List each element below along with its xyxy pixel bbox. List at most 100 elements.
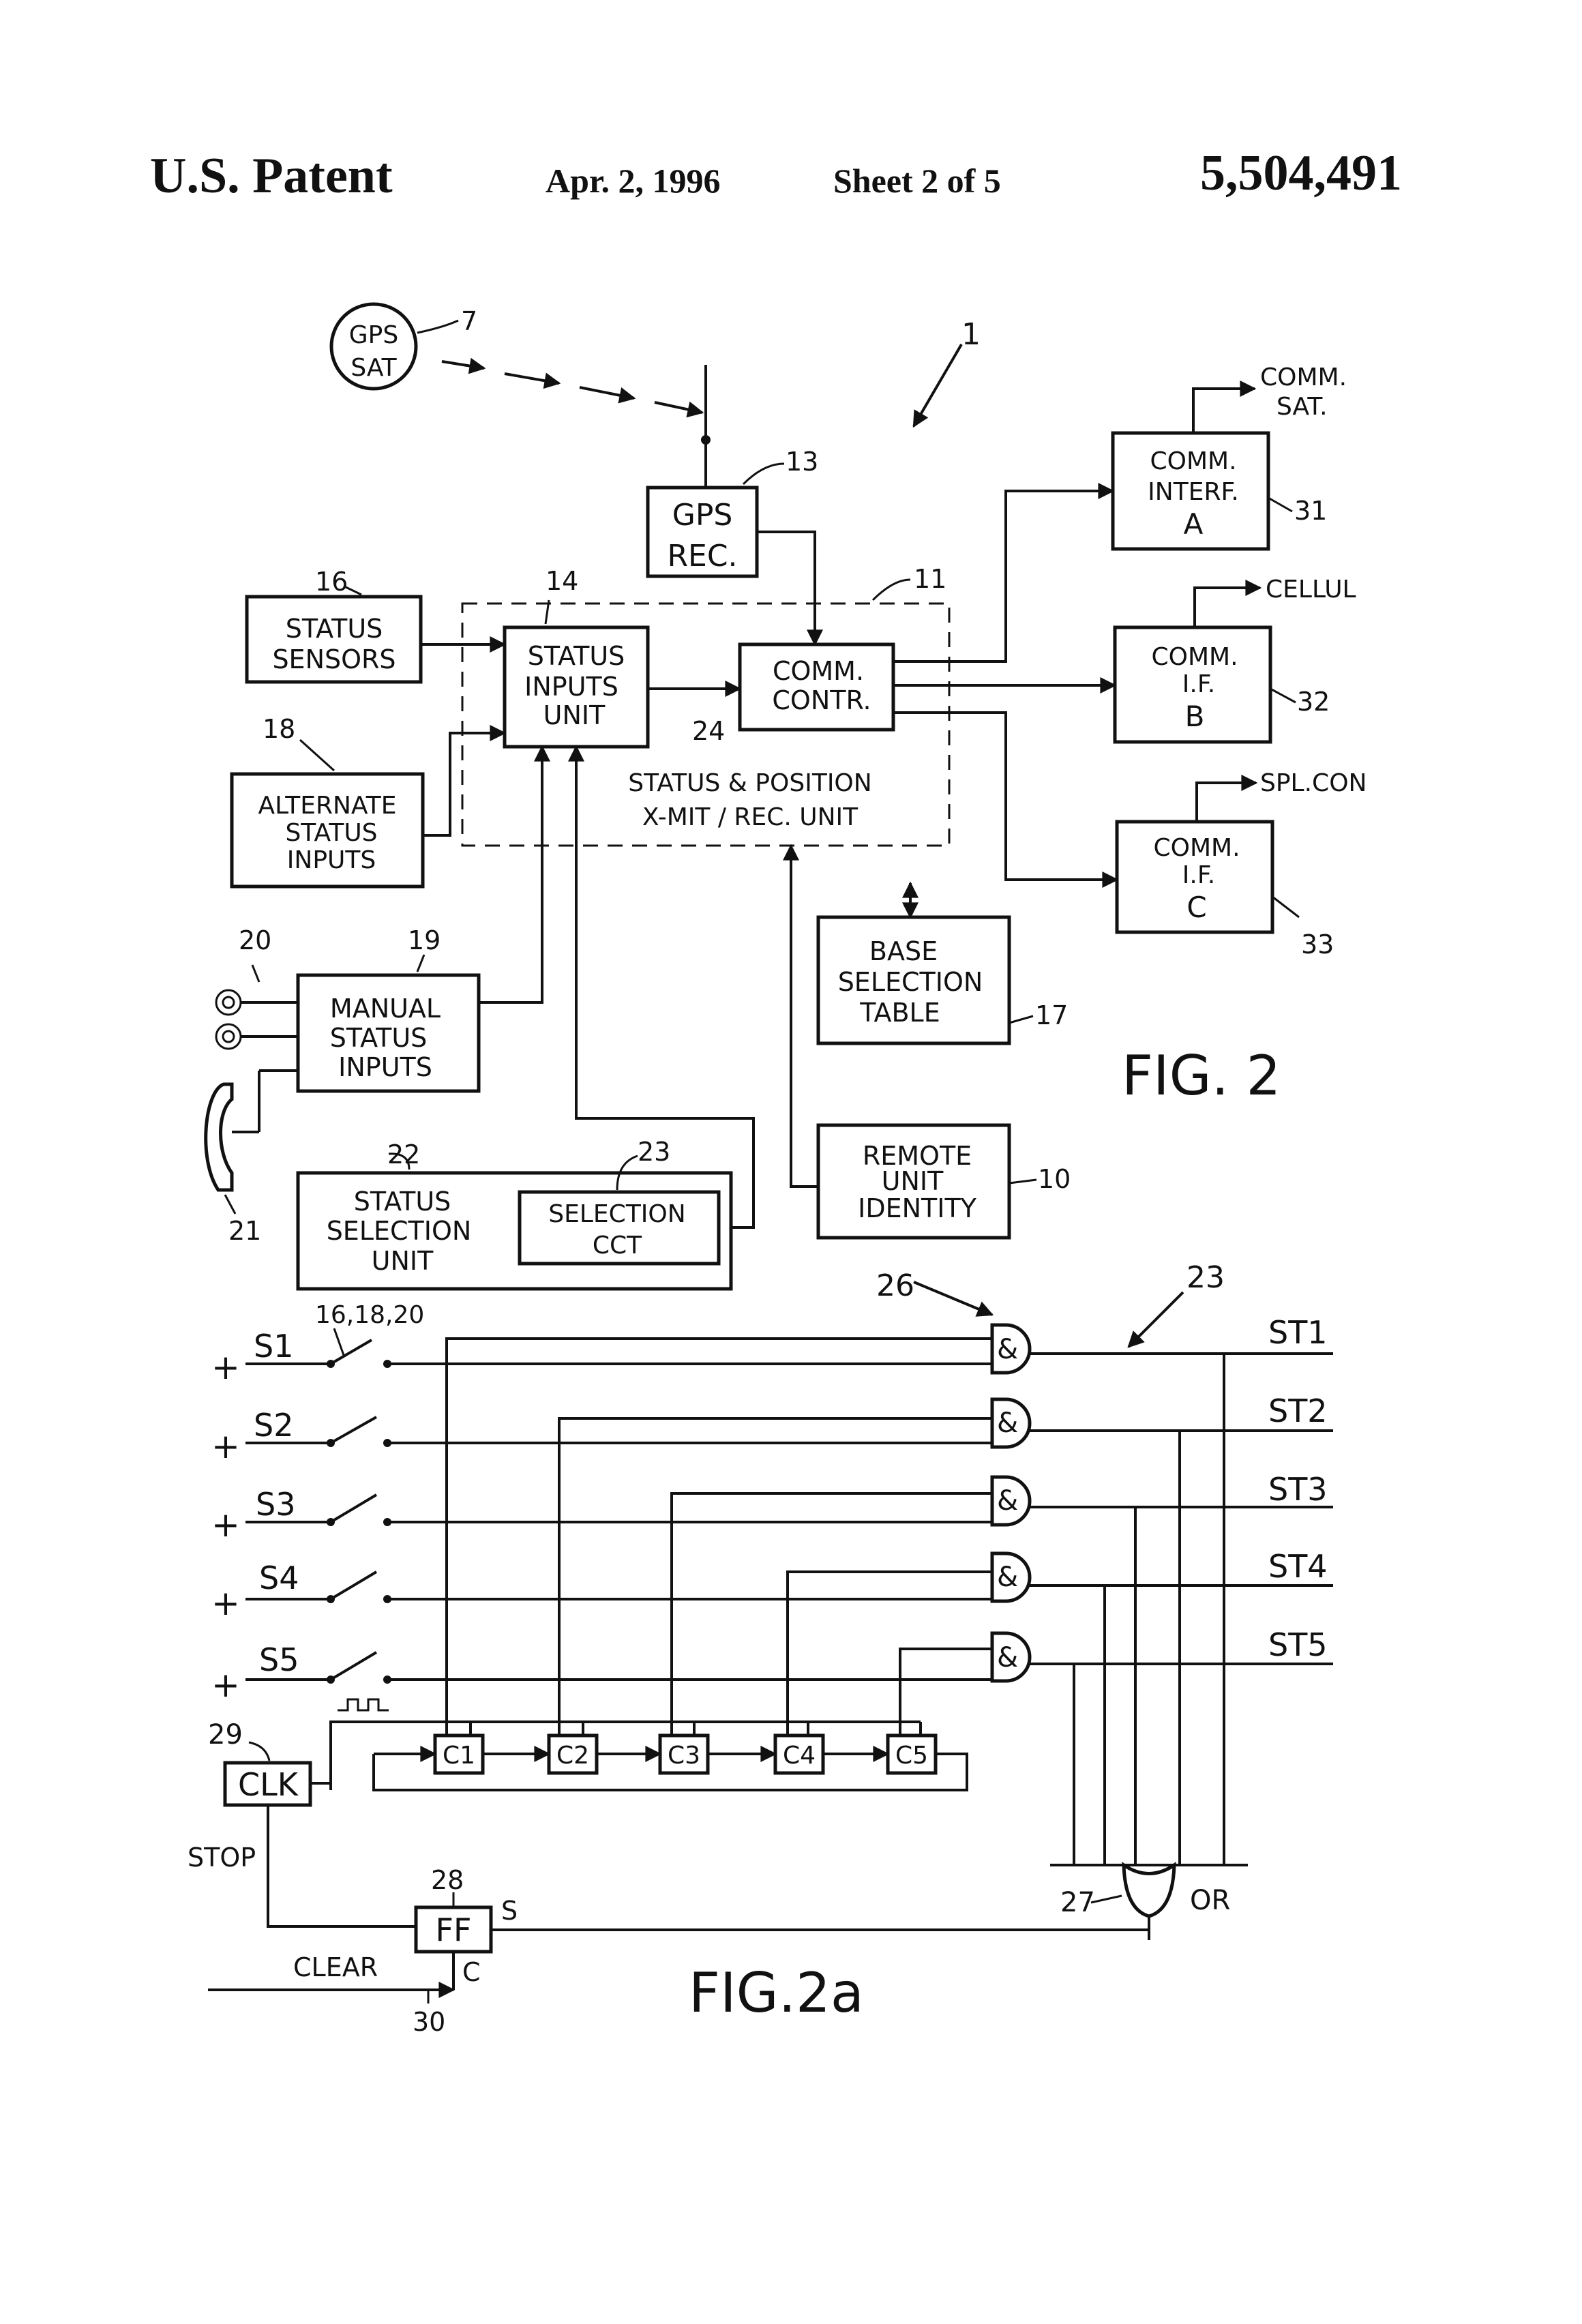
- switch-row-4: + S4: [211, 1560, 992, 1623]
- svg-text:STATUS: STATUS: [354, 1187, 451, 1217]
- fig2a-circuit-diagram: 26 23 16,18,20 + S1 + S2 + S3: [188, 1260, 1333, 2037]
- svg-text:+: +: [211, 1583, 240, 1623]
- comm-interface-b-box: COMM. I.F. B CELLUL 32: [1115, 576, 1356, 742]
- selection-cct-box: SELECTION CCT 23: [520, 1137, 719, 1264]
- svg-text:C5: C5: [895, 1742, 928, 1770]
- switch-row-2: + S2: [211, 1407, 992, 1466]
- circuit-ref-arrow: [1129, 1292, 1183, 1347]
- flipflop-clear-pin: C: [462, 1957, 481, 1987]
- svg-text:C: C: [1186, 891, 1206, 924]
- svg-text:INPUTS: INPUTS: [524, 672, 618, 702]
- switch-ref: 16,18,20: [315, 1301, 424, 1329]
- svg-text:I.F.: I.F.: [1182, 861, 1215, 889]
- svg-text:C3: C3: [668, 1742, 700, 1770]
- svg-text:CELLUL: CELLUL: [1266, 576, 1356, 604]
- svg-text:&: &: [997, 1334, 1018, 1365]
- status-inputs-unit-ref: 14: [546, 566, 578, 596]
- fig2-caption: FIG. 2: [1122, 1044, 1281, 1107]
- svg-text:STATUS: STATUS: [528, 641, 625, 671]
- status-selection-ref: 22: [387, 1139, 420, 1170]
- svg-text:UNIT: UNIT: [543, 700, 606, 730]
- alternate-status-ref: 18: [263, 714, 295, 744]
- clear-ref: 30: [413, 2007, 445, 2037]
- svg-text:FF: FF: [436, 1911, 472, 1948]
- counter-chain: C1 C2 C3 C4 C5: [331, 1339, 992, 1790]
- svg-text:CONTR.: CONTR.: [772, 685, 871, 715]
- and-gate-5: &: [992, 1633, 1030, 1681]
- svg-text:UNIT: UNIT: [882, 1166, 944, 1196]
- svg-text:SAT: SAT: [350, 354, 397, 382]
- svg-text:&: &: [997, 1562, 1018, 1593]
- svg-text:&: &: [997, 1407, 1018, 1439]
- svg-text:INTERF.: INTERF.: [1148, 478, 1239, 506]
- manual-status-inputs-box: MANUAL STATUS INPUTS 19: [298, 925, 479, 1091]
- svg-text:A: A: [1184, 507, 1204, 541]
- clear-label: CLEAR: [293, 1952, 378, 1982]
- svg-text:C1: C1: [443, 1742, 475, 1770]
- gps-signal-path: [442, 361, 711, 488]
- base-selection-ref: 17: [1035, 1000, 1068, 1030]
- gps-rec-ref: 13: [786, 447, 818, 477]
- svg-text:CCT: CCT: [593, 1232, 642, 1260]
- svg-text:B: B: [1185, 700, 1205, 733]
- svg-text:COMM.: COMM.: [1153, 834, 1240, 862]
- or-gate-label: OR: [1190, 1885, 1230, 1916]
- output-label: ST5: [1268, 1626, 1328, 1663]
- svg-text:C2: C2: [556, 1742, 589, 1770]
- base-selection-table-box: BASE SELECTION TABLE 17: [818, 917, 1068, 1043]
- svg-text:+: +: [211, 1665, 240, 1705]
- svg-text:INPUTS: INPUTS: [338, 1052, 432, 1082]
- svg-text:SAT.: SAT.: [1277, 393, 1328, 421]
- page-header: U.S. Patent Apr. 2, 1996 Sheet 2 of 5 5,…: [150, 145, 1402, 204]
- output-label: ST2: [1268, 1392, 1328, 1429]
- svg-text:TABLE: TABLE: [859, 998, 940, 1028]
- comm-controller-ref: 24: [692, 716, 725, 746]
- output-label: ST3: [1268, 1471, 1328, 1508]
- and-gate-2: &: [992, 1399, 1030, 1447]
- remote-unit-ref: 10: [1038, 1164, 1071, 1194]
- gps-sat-ref: 7: [461, 306, 477, 336]
- and-gate-ref-arrow: [914, 1282, 992, 1315]
- svg-text:CLK: CLK: [238, 1766, 299, 1803]
- fig2a-caption: FIG.2a: [689, 1961, 864, 2025]
- svg-text:+: +: [211, 1347, 240, 1387]
- manual-status-ref: 19: [408, 925, 441, 955]
- flipflop-block: FF 28 S C CLEAR 30: [208, 1865, 1149, 2037]
- patent-title: U.S. Patent: [150, 148, 393, 204]
- svg-text:SELECTION: SELECTION: [548, 1200, 685, 1228]
- sheet-number: Sheet 2 of 5: [833, 162, 1001, 200]
- output-lines: ST1 ST2 ST3 ST4 ST5: [1030, 1314, 1333, 1865]
- svg-text:COMM.: COMM.: [1260, 363, 1347, 391]
- svg-text:UNIT: UNIT: [372, 1246, 434, 1276]
- svg-text:SELECTION: SELECTION: [838, 967, 983, 997]
- and-gate-1: &: [992, 1325, 1030, 1373]
- svg-text:MANUAL: MANUAL: [330, 994, 441, 1024]
- svg-text:&: &: [997, 1642, 1018, 1673]
- circuit-ref: 23: [1186, 1260, 1225, 1295]
- switch-row-5: + S5: [211, 1641, 992, 1705]
- svg-text:STATUS & POSITION: STATUS & POSITION: [628, 769, 871, 797]
- comm-controller-box: COMM. CONTR. 24: [692, 644, 893, 746]
- svg-text:STATUS: STATUS: [286, 614, 383, 644]
- svg-text:STATUS: STATUS: [330, 1023, 428, 1053]
- comm-if-b-ref: 32: [1297, 687, 1330, 717]
- and-gate-4: &: [992, 1553, 1030, 1601]
- and-gate-3: &: [992, 1477, 1030, 1525]
- fig2-block-diagram: 1 GPS SAT 7 GPS REC. 13: [206, 304, 1367, 1289]
- output-label: ST1: [1268, 1314, 1328, 1351]
- comm-if-a-ref: 31: [1294, 496, 1327, 526]
- flipflop-set-pin: S: [501, 1896, 518, 1926]
- svg-text:SELECTION: SELECTION: [327, 1216, 472, 1246]
- svg-text:IDENTITY: IDENTITY: [858, 1193, 977, 1223]
- svg-text:COMM.: COMM.: [1150, 447, 1236, 475]
- switch-label: S2: [254, 1407, 293, 1444]
- or-gate-ref: 27: [1060, 1887, 1095, 1918]
- comm-interface-a-box: COMM. INTERF. A COMM. SAT. 31: [1113, 363, 1347, 549]
- svg-text:C4: C4: [783, 1742, 816, 1770]
- status-sensors-ref: 16: [315, 567, 348, 597]
- clock-ref: 29: [208, 1719, 243, 1751]
- svg-text:SPL.CON: SPL.CON: [1260, 769, 1367, 797]
- svg-text:+: +: [211, 1505, 240, 1545]
- status-sensors-box: STATUS SENSORS 16: [247, 567, 421, 682]
